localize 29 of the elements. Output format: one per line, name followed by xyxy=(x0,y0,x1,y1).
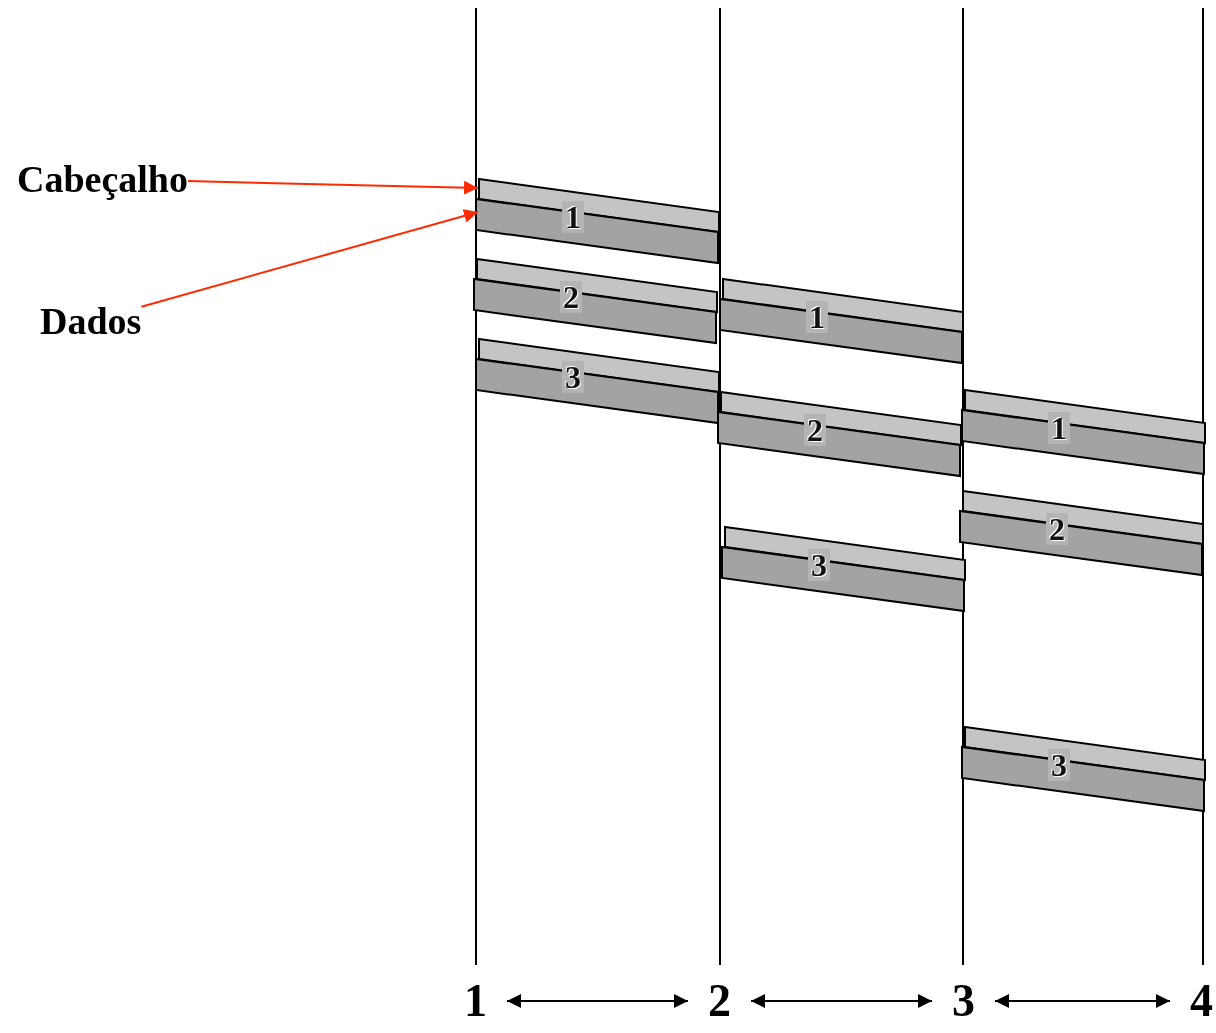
packet xyxy=(476,179,722,265)
leader-arrow xyxy=(140,209,479,308)
packet-number: 1 xyxy=(806,301,828,333)
part-label: Cabeçalho xyxy=(17,160,188,198)
packet-number: 3 xyxy=(1048,749,1070,781)
packet xyxy=(962,390,1208,476)
packet xyxy=(476,339,722,425)
packet-number: 2 xyxy=(804,414,826,446)
packet xyxy=(474,259,720,345)
packet-number: 3 xyxy=(808,549,830,581)
node-number: 2 xyxy=(688,978,751,1024)
node-number: 1 xyxy=(444,978,507,1024)
packet xyxy=(962,727,1208,813)
packet xyxy=(960,491,1206,577)
leader-arrow xyxy=(187,180,479,195)
packet-number: 2 xyxy=(1046,513,1068,545)
node-number: 4 xyxy=(1170,978,1216,1024)
packet-number: 1 xyxy=(562,201,584,233)
packet xyxy=(720,279,966,365)
double-arrow xyxy=(506,994,689,1008)
node-number: 3 xyxy=(932,978,995,1024)
packet-number: 1 xyxy=(1048,412,1070,444)
packet xyxy=(718,392,964,478)
packet-number: 3 xyxy=(562,361,584,393)
part-label: Dados xyxy=(40,302,142,340)
packet-number: 2 xyxy=(560,281,582,313)
double-arrow xyxy=(994,994,1171,1008)
packet xyxy=(722,527,968,613)
double-arrow xyxy=(750,994,933,1008)
